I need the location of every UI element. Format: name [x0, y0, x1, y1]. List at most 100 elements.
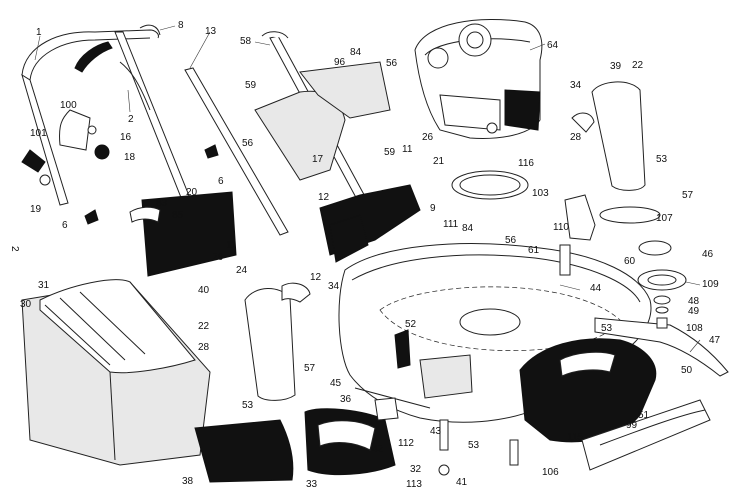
- callout: 26: [212, 252, 224, 263]
- callout: 112: [398, 438, 414, 449]
- callout-labels: 2 1 8 2 100 16 101 18 19 6 13 58 59 56 6…: [9, 20, 721, 490]
- callout: 24: [236, 265, 248, 276]
- callout: 106: [542, 467, 559, 478]
- callout: 57: [304, 363, 316, 374]
- callout: 109: [702, 279, 719, 290]
- callout: 60: [624, 256, 636, 267]
- callout: 12: [310, 272, 322, 283]
- callout: 31: [38, 280, 50, 291]
- callout: 32: [410, 464, 422, 475]
- callout: 58: [240, 36, 252, 47]
- callout: 6: [218, 176, 224, 187]
- callout: 116: [518, 158, 534, 169]
- callout: 18: [124, 152, 136, 163]
- callout: 61: [528, 245, 540, 256]
- control-bar-part: [21, 109, 219, 225]
- callout: 51: [638, 410, 650, 421]
- callout: 56: [386, 58, 398, 69]
- engine-part: [414, 18, 543, 139]
- callout: 85: [172, 210, 184, 221]
- callout: 53: [468, 440, 480, 451]
- callout: 28: [198, 342, 210, 353]
- callout: 19: [30, 204, 42, 215]
- callout: 111: [443, 219, 459, 230]
- callout: 11: [226, 240, 237, 251]
- callout: 96: [334, 57, 346, 68]
- blade-part: [594, 317, 729, 377]
- callout: 64: [547, 40, 559, 51]
- callout: 101: [30, 128, 47, 139]
- callout: 103: [532, 188, 549, 199]
- callout: 43: [430, 426, 442, 437]
- callout: 26: [422, 132, 434, 143]
- cable-part: [74, 24, 161, 111]
- callout: 36: [340, 394, 352, 405]
- callout: 21: [433, 156, 445, 167]
- callout: 59: [245, 80, 257, 91]
- callout: 57: [682, 190, 694, 201]
- deflector-part: [254, 61, 421, 263]
- callout: 34: [328, 281, 340, 292]
- callout: 17: [312, 154, 324, 165]
- bag-flap-part: [129, 191, 237, 277]
- callout: 84: [350, 47, 362, 58]
- axle-part: [354, 387, 519, 476]
- callout: 48: [688, 296, 700, 307]
- callout: 39: [610, 61, 622, 72]
- callout: 107: [656, 213, 673, 224]
- callout: 46: [702, 249, 714, 260]
- callout: 44: [590, 283, 602, 294]
- callout: 11: [402, 144, 413, 155]
- callout: 53: [656, 154, 668, 165]
- callout: 108: [686, 323, 703, 334]
- callout: 47: [709, 335, 721, 346]
- callout: 113: [406, 479, 422, 490]
- callout: 83: [156, 198, 168, 209]
- callout: 100: [60, 100, 77, 111]
- callout: 56: [242, 138, 254, 149]
- callout: 56: [505, 235, 517, 246]
- callout: 9: [430, 203, 436, 214]
- engine-mount-ring-part: [451, 170, 529, 200]
- callout: 53: [601, 323, 613, 334]
- callout: 41: [456, 477, 468, 488]
- callout: 99: [626, 420, 638, 431]
- callout: 12: [318, 192, 330, 203]
- front-flap-part: [194, 408, 396, 483]
- callout: 50: [681, 365, 693, 376]
- left-wheel-bracket-part: [244, 282, 311, 401]
- callout: 1: [36, 27, 42, 38]
- callout: 2: [128, 114, 134, 125]
- callout: 42: [372, 444, 384, 455]
- callout: 13: [205, 26, 217, 37]
- callout: 33: [306, 479, 318, 490]
- callout: 45: [330, 378, 342, 389]
- callout: 34: [570, 80, 582, 91]
- callout: 8: [178, 20, 184, 31]
- callout: 22: [632, 60, 644, 71]
- callout: 53: [242, 400, 254, 411]
- leader-lines: [34, 25, 701, 353]
- side-mark: 2: [9, 246, 20, 252]
- grass-bag-part: [21, 279, 211, 466]
- callout: 52: [405, 319, 417, 330]
- lower-handle-part: [21, 29, 199, 221]
- callout: 49: [688, 306, 700, 317]
- callout: 30: [20, 299, 32, 310]
- callout: 40: [198, 285, 210, 296]
- callout: 59: [384, 147, 396, 158]
- callout: 38: [182, 476, 194, 487]
- callout: 6: [62, 220, 68, 231]
- rear-skirt-part: [581, 399, 711, 471]
- callout: 20: [186, 187, 198, 198]
- blade-adapter-part: [637, 240, 687, 329]
- belt-drive-part: [559, 194, 661, 276]
- callout: 84: [462, 223, 474, 234]
- callout: 16: [120, 132, 132, 143]
- right-wheel-bracket-part: [571, 81, 646, 191]
- callout: 28: [570, 132, 582, 143]
- callout: 110: [553, 222, 569, 233]
- callout: 22: [198, 321, 210, 332]
- callout: 115: [567, 432, 583, 443]
